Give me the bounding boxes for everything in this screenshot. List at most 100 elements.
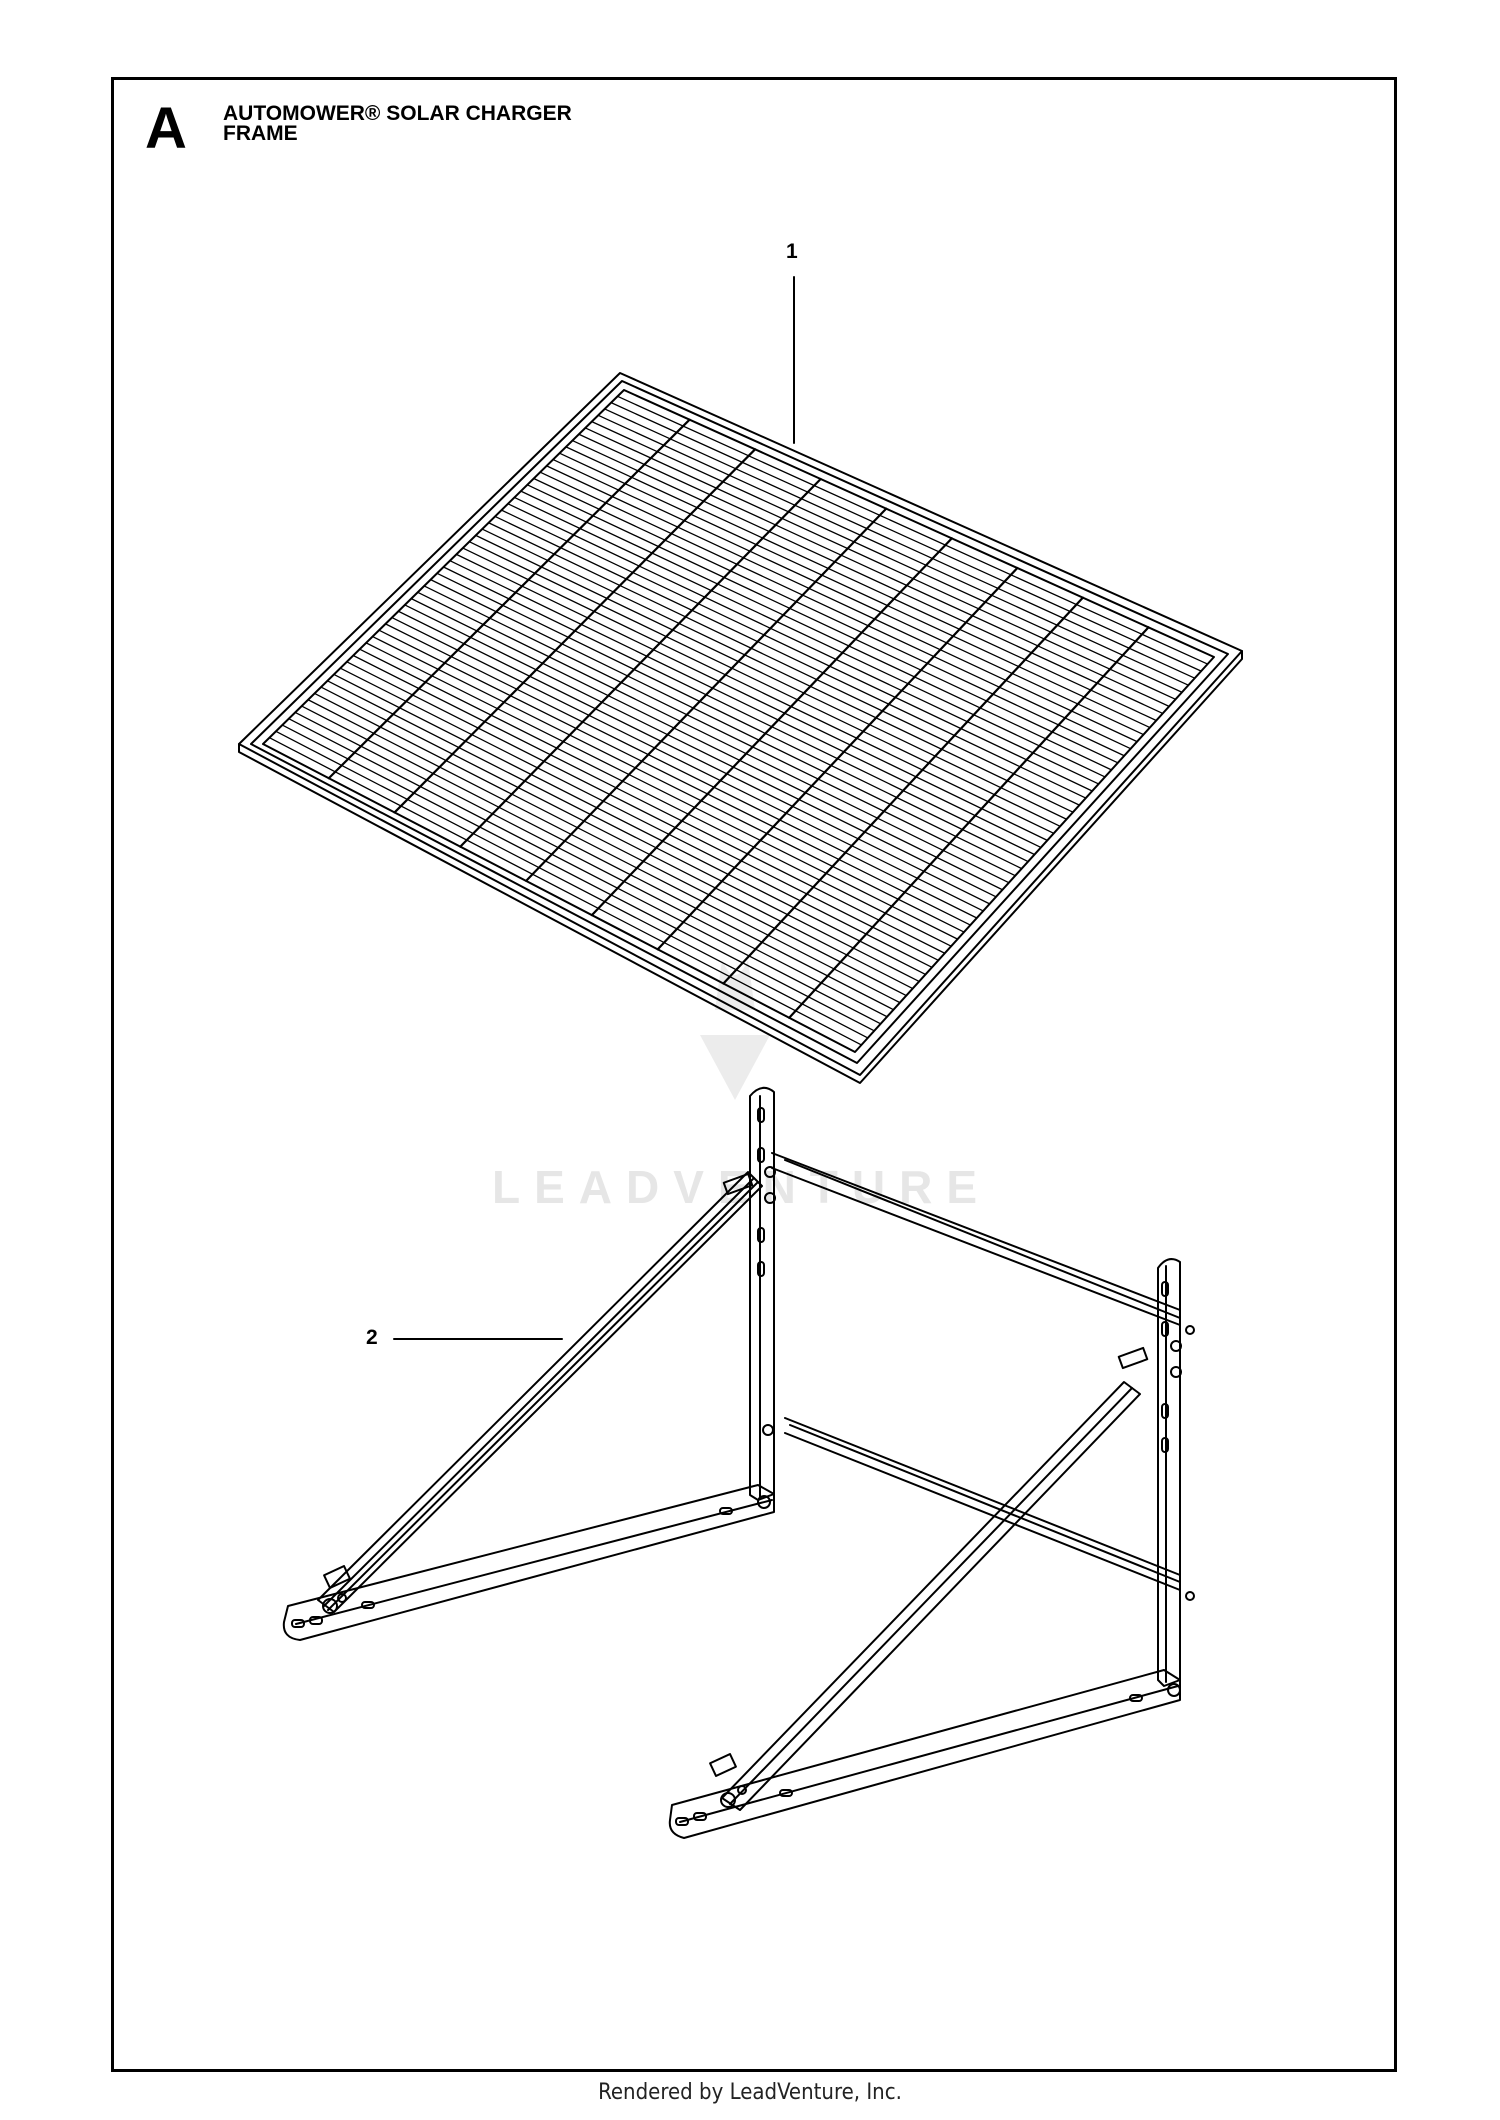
cell-row-line [301,705,895,1011]
cell-row-line [513,496,1106,778]
cell-row-line [552,458,1145,736]
cell-row-line [610,401,1202,672]
cell-row-line [417,591,1010,884]
right-rail-slots [675,1694,1143,1826]
cell-row-line [487,522,1081,806]
callout-2-label: 2 [366,1326,378,1349]
cell-row-line [500,509,1093,792]
left-vertical-post [749,1086,775,1501]
cell-row-line [268,737,863,1046]
cell-row-line [449,560,1042,849]
leadventure-logo-icon [700,960,770,1100]
cell-row-line [313,692,907,997]
cell-row-line [455,553,1048,842]
lower-cross-bar-bottom [784,1432,1181,1591]
cell-column-line [722,596,1084,985]
cell-row-line [475,534,1068,820]
cell-row-line [429,578,1023,870]
cell-column-line [393,448,757,814]
upper-cross-bar-top [771,1152,1181,1311]
cell-row-line [365,642,959,940]
panel-frame-edge [238,650,1243,1084]
solar-panel [238,372,1243,1084]
cell-column-line [590,537,953,917]
left-post-slots [757,1107,765,1277]
cell-row-line [539,471,1132,750]
cell-row-line [397,610,991,905]
cell-column-line [327,418,691,780]
upper-cross-bar-bottom [771,1167,1181,1326]
cell-row-line [597,414,1190,686]
cell-row-line [404,604,997,898]
cell-row-line [410,597,1004,891]
cell-row-line [359,648,952,947]
cell-row-line [558,452,1151,729]
cell-row-line [371,635,965,933]
left-strut-inner-edge-2 [327,1181,759,1611]
right-base-rail [668,1669,1181,1839]
upper-cross-bar-face [784,1159,1181,1319]
left-base-rail [282,1484,775,1641]
cell-column-line [525,507,888,882]
right-diagonal-strut [721,1381,1141,1811]
cell-row-line [307,699,901,1004]
cell-row-line [571,439,1164,715]
title-line-1: AUTOMOWER® SOLAR CHARGER [223,102,572,125]
panel-outer-frame [238,372,1243,1076]
left-strut-inner-edge [323,1177,755,1607]
lower-cross-bar-top [784,1417,1181,1576]
footer-credit: Rendered by LeadVenture, Inc. [598,2080,902,2105]
cell-row-line [326,680,920,983]
cell-column-line [459,477,822,848]
panel-inner-frame [250,380,1229,1064]
cell-row-line [423,585,1016,877]
title-line-2: FRAME [223,122,298,145]
cell-row-line [468,541,1061,827]
cell-row-line [281,724,875,1032]
cell-row-line [391,616,984,912]
cell-row-line [339,667,933,969]
right-bracket [668,1258,1195,1839]
cell-column-line [656,566,1019,951]
left-bracket [282,1086,776,1641]
cell-row-line [584,427,1177,700]
cell-row-line [442,566,1036,856]
cell-row-line [462,547,1055,834]
cell-row-line [578,433,1170,708]
left-rail-slots [291,1507,733,1628]
lower-cross-bar-face [789,1424,1181,1583]
cell-row-line [320,686,914,990]
cell-row-line [507,503,1100,785]
mounting-frame [282,1086,1195,1839]
cell-row-line [616,395,1209,665]
cell-row-line [275,730,869,1039]
left-base-rail-edge [295,1499,773,1625]
cell-row-line [436,572,1029,863]
cell-row-line [346,661,939,961]
right-bolts [709,1325,1195,1808]
cell-row-line [333,673,927,976]
right-post-slots [1161,1281,1169,1453]
cell-row-line [288,718,882,1025]
right-strut-inner-edge [729,1387,1133,1805]
diagram-sheet-border [111,77,1397,2072]
cell-row-line [520,490,1113,771]
left-bolts [322,1166,776,1614]
cell-row-line [565,446,1157,722]
cell-row-line [378,629,972,926]
rear-cross-bars [771,1152,1181,1591]
cell-row-line [604,408,1196,679]
cell-row-line [545,465,1138,743]
panel-cell-grid [268,395,1209,1046]
callout-1-label: 1 [786,240,798,263]
cell-row-line [294,711,888,1018]
section-letter: A [145,96,187,161]
cell-row-line [494,515,1087,799]
cell-column-line [788,626,1150,1019]
cell-row-line [526,484,1119,764]
right-vertical-post [1157,1258,1181,1687]
cell-row-line [384,623,978,919]
cell-row-line [352,654,946,954]
